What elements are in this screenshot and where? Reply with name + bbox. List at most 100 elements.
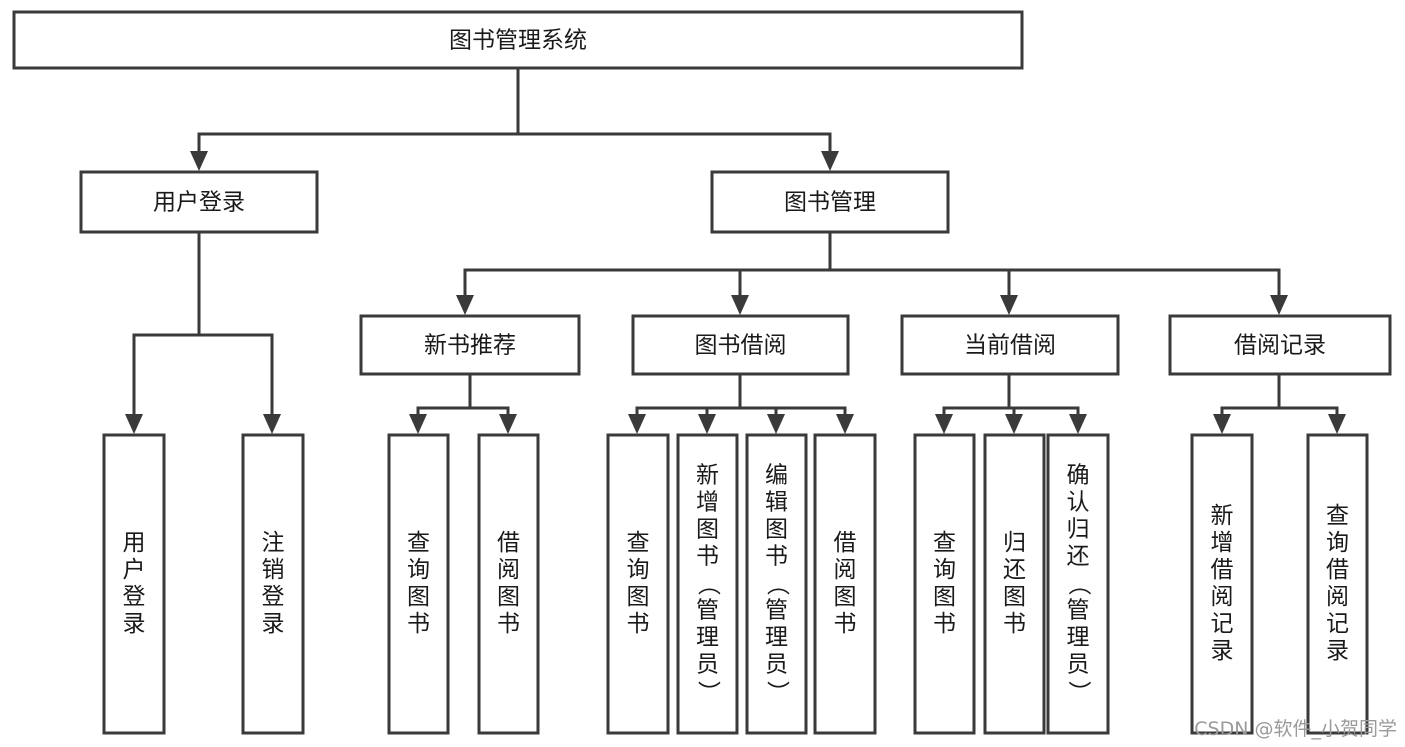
node-label-char: 辑 (765, 490, 788, 516)
node-label-char: （ (764, 573, 790, 596)
node-box (913, 433, 976, 735)
arrow-head-icon (499, 414, 517, 434)
node-box (983, 433, 1046, 735)
node-label-char: 录 (1211, 638, 1234, 664)
node-label: 图书管理 (784, 190, 876, 216)
node-label-char: 图 (1003, 584, 1026, 610)
node-box (477, 433, 540, 735)
node-label-char: 图 (696, 517, 719, 543)
node-label-char: ） (1066, 681, 1092, 704)
node-label-char: 理 (1067, 625, 1090, 651)
node-label-char: 编 (765, 463, 788, 489)
node-box (1168, 314, 1392, 376)
node-label-char: 管 (765, 598, 788, 624)
node-label-char: 录 (1326, 638, 1349, 664)
node-label-char: （ (695, 573, 721, 596)
node-label-char: 确 (1067, 463, 1090, 489)
node-label-char: 用 (123, 530, 146, 556)
arrow-head-icon (456, 295, 474, 315)
node-label-char: 书 (696, 544, 719, 570)
node-label-char: 书 (834, 611, 857, 637)
node-label-char: 理 (765, 625, 788, 651)
node-user-login[interactable]: 用户登录 (79, 170, 319, 234)
node-label-char: 书 (933, 611, 956, 637)
node-label-char: 询 (627, 557, 650, 583)
node-box (359, 314, 581, 376)
node-leaf-user-login[interactable]: 用户登录 (102, 433, 166, 735)
node-label-char: 记 (1211, 611, 1234, 637)
node-label-char: 查 (407, 530, 430, 556)
arrow-head-icon (125, 414, 143, 434)
node-label-char: 录 (262, 611, 285, 637)
node-label-char: 图 (627, 584, 650, 610)
node-label: 用户登录 (153, 190, 245, 216)
node-label-char: 新 (1211, 503, 1234, 529)
node-box (676, 433, 739, 735)
arrow-head-icon (1005, 414, 1023, 434)
node-label-char: 归 (1003, 530, 1026, 556)
node-label-char: 理 (696, 625, 719, 651)
arrow-head-icon (1328, 414, 1346, 434)
node-label: 新书推荐 (424, 333, 516, 359)
node-label-char: 还 (1067, 544, 1090, 570)
node-label-char: （ (1066, 573, 1092, 596)
node-label-char: 注 (262, 530, 285, 556)
node-box (102, 433, 166, 735)
node-box (387, 433, 450, 735)
node-book-manage[interactable]: 图书管理 (710, 170, 950, 234)
node-label-char: 书 (627, 611, 650, 637)
node-label-char: 阅 (1211, 584, 1234, 610)
arrow-head-icon (935, 414, 953, 434)
node-box (900, 314, 1120, 376)
node-label-char: 户 (123, 557, 146, 583)
arrow-head-icon (821, 151, 839, 171)
arrow-head-icon (1000, 295, 1018, 315)
node-box (606, 433, 670, 735)
node-label-char: 阅 (497, 557, 520, 583)
node-label-char: 借 (1326, 557, 1349, 583)
node-box (1306, 433, 1369, 735)
node-label-char: 借 (497, 530, 520, 556)
node-box (1190, 433, 1254, 735)
node-label-char: 认 (1067, 490, 1090, 516)
node-box (745, 433, 808, 735)
node-layer: 图书管理系统用户登录图书管理新书推荐图书借阅当前借阅借阅记录用户登录注销登录查询… (12, 10, 1392, 735)
node-label-char: 书 (765, 544, 788, 570)
node-current-borrow[interactable]: 当前借阅 (900, 314, 1120, 376)
node-label-char: 员 (765, 652, 788, 678)
node-label-char: 图 (933, 584, 956, 610)
node-new-book-recommend[interactable]: 新书推荐 (359, 314, 581, 376)
node-root[interactable]: 图书管理系统 (12, 10, 1024, 70)
arrow-head-icon (263, 414, 281, 434)
node-label: 借阅记录 (1234, 333, 1326, 359)
arrow-head-icon (190, 151, 208, 171)
node-label-char: 图 (765, 517, 788, 543)
node-box (12, 10, 1024, 70)
node-label-char: 员 (1067, 652, 1090, 678)
node-label-char: 书 (497, 611, 520, 637)
node-box (710, 170, 950, 234)
arrow-head-icon (1270, 295, 1288, 315)
node-book-borrow[interactable]: 图书借阅 (631, 314, 850, 376)
node-label-char: 询 (933, 557, 956, 583)
node-label-char: 增 (696, 490, 719, 516)
node-borrow-record[interactable]: 借阅记录 (1168, 314, 1392, 376)
arrow-head-icon (836, 414, 854, 434)
node-label-char: 阅 (1326, 584, 1349, 610)
node-label-char: 阅 (834, 557, 857, 583)
arrow-head-icon (1213, 414, 1231, 434)
node-label: 图书借阅 (695, 333, 787, 359)
